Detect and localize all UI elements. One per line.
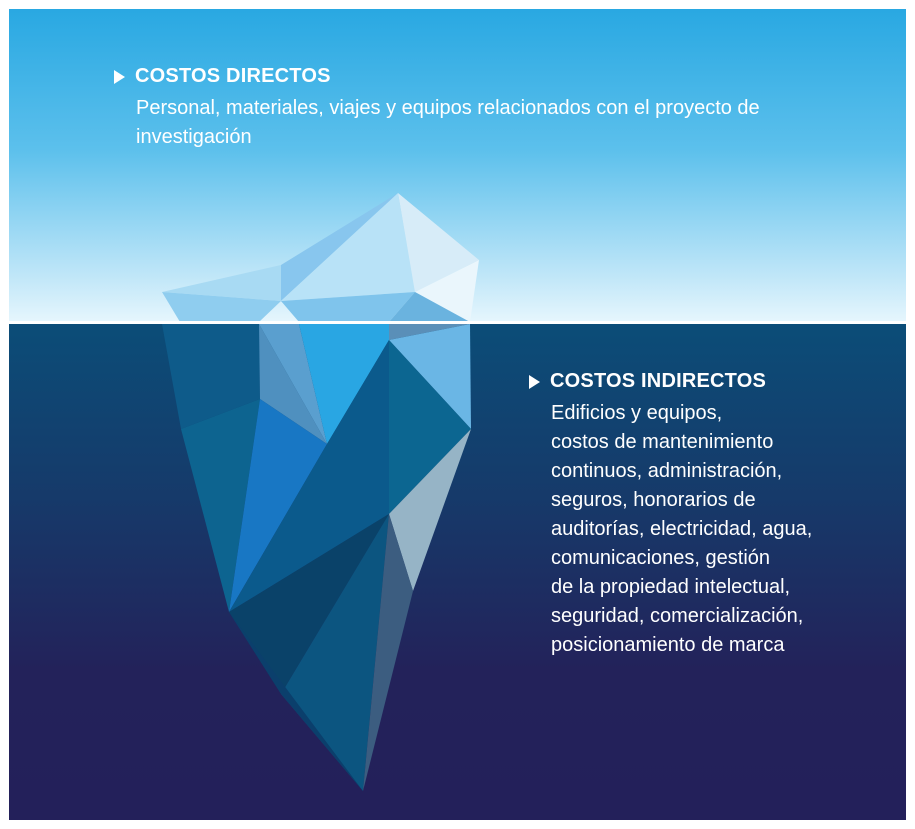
indirect-costs-line: continuos, administración, — [551, 460, 783, 482]
iceberg-body — [162, 324, 471, 791]
indirect-costs-title-text: COSTOS INDIRECTOS — [550, 370, 767, 392]
indirect-costs-line: comunicaciones, gestión — [551, 547, 771, 569]
indirect-costs-description: Edificios y equipos, costos de mantenimi… — [529, 399, 869, 660]
direct-costs-title: COSTOS DIRECTOS — [114, 65, 834, 88]
iceberg-illustration — [162, 193, 479, 791]
direct-costs-block: COSTOS DIRECTOS Personal, materiales, vi… — [114, 65, 834, 152]
iceberg-infographic: COSTOS DIRECTOS Personal, materiales, vi… — [9, 9, 906, 820]
direct-costs-description: Personal, materiales, viajes y equipos r… — [136, 97, 760, 148]
triangle-bullet-icon — [114, 69, 125, 84]
indirect-costs-block: COSTOS INDIRECTOS Edificios y equipos, c… — [529, 370, 869, 660]
triangle-bullet-icon — [529, 374, 540, 389]
indirect-costs-line: seguros, honorarios de — [551, 489, 756, 511]
indirect-costs-title: COSTOS INDIRECTOS — [529, 370, 869, 393]
iceberg-tip — [162, 193, 479, 322]
direct-costs-title-text: COSTOS DIRECTOS — [135, 65, 331, 87]
indirect-costs-line: de la propiedad intelectual, — [551, 576, 791, 598]
indirect-costs-line: posicionamiento de marca — [551, 634, 785, 656]
indirect-costs-line: seguridad, comercialización, — [551, 605, 804, 627]
indirect-costs-line: auditorías, electricidad, agua, — [551, 518, 813, 540]
waterline — [9, 321, 906, 324]
indirect-costs-line: Edificios y equipos, — [551, 402, 723, 424]
indirect-costs-line: costos de mantenimiento — [551, 431, 774, 453]
